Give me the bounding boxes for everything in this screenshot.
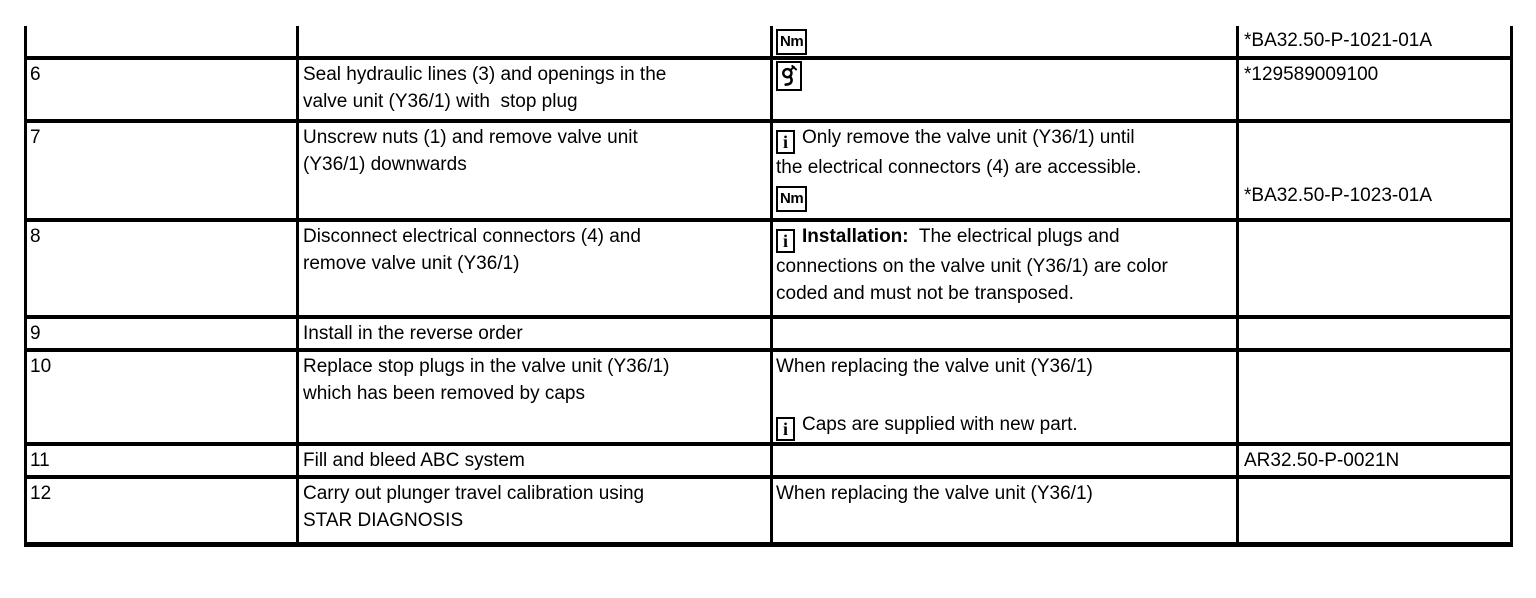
reference-cell	[1236, 218, 1513, 319]
torque-nm-icon: Nm	[776, 28, 808, 54]
procedure-text: Seal hydraulic lines (3) and openings in…	[303, 64, 667, 112]
step-cell: 8	[24, 218, 299, 319]
procedure-text: Install in the reverse order	[303, 323, 523, 344]
note-cell	[770, 56, 1239, 123]
reference-cell: *129589009100	[1236, 56, 1513, 123]
step-number: 7	[30, 127, 41, 148]
table-row: 12 Carry out plunger travel calibration …	[24, 475, 1513, 547]
table-row: 8 Disconnect electrical connectors (4) a…	[24, 218, 1513, 319]
table-row: 6 Seal hydraulic lines (3) and openings …	[24, 56, 1513, 123]
reference-cell	[1236, 315, 1513, 352]
step-cell	[24, 26, 299, 60]
procedure-cell: Seal hydraulic lines (3) and openings in…	[296, 56, 773, 123]
step-number: 9	[30, 323, 41, 344]
step-cell: 10	[24, 348, 299, 446]
note-cell	[770, 442, 1239, 479]
info-icon: i	[776, 130, 795, 154]
table-row: 7 Unscrew nuts (1) and remove valve unit…	[24, 119, 1513, 222]
step-number: 12	[30, 483, 52, 504]
procedure-cell	[296, 26, 773, 60]
table-row: Nm *BA32.50-P-1021-01A	[24, 26, 1513, 60]
table-row: 10 Replace stop plugs in the valve unit …	[24, 348, 1513, 446]
note-text: Only remove the valve unit (Y36/1) until…	[776, 127, 1142, 178]
step-number: 8	[30, 226, 41, 247]
note-text: Caps are supplied with new part.	[802, 414, 1078, 435]
service-manual-page: Nm *BA32.50-P-1021-01A 6 Seal hydraulic …	[0, 26, 1536, 598]
table-row: 9 Install in the reverse order	[24, 315, 1513, 352]
procedure-text: Carry out plunger travel calibration usi…	[303, 483, 645, 531]
reference-cell: *BA32.50-P-1021-01A	[1236, 26, 1513, 60]
note-text: The electrical plugs and connections on …	[776, 226, 1168, 304]
procedure-text: Unscrew nuts (1) and remove valve unit (…	[303, 127, 638, 175]
note-text: When replacing the valve unit (Y36/1)	[776, 356, 1093, 377]
reference-code: AR32.50-P-0021N	[1244, 450, 1400, 471]
note-text: When replacing the valve unit (Y36/1)	[776, 483, 1093, 504]
step-cell: 6	[24, 56, 299, 123]
procedure-cell: Fill and bleed ABC system	[296, 442, 773, 479]
procedure-table: Nm *BA32.50-P-1021-01A 6 Seal hydraulic …	[24, 26, 1513, 547]
procedure-text: Disconnect electrical connectors (4) and…	[303, 226, 641, 274]
procedure-text: Fill and bleed ABC system	[303, 450, 525, 471]
step-cell: 12	[24, 475, 299, 547]
procedure-cell: Disconnect electrical connectors (4) and…	[296, 218, 773, 319]
note-bold-label: Installation:	[802, 226, 909, 247]
note-cell: i Installation: The electrical plugs and …	[770, 218, 1239, 319]
note-info-block: i Caps are supplied with new part.	[776, 411, 1231, 440]
reference-code: *BA32.50-P-1021-01A	[1244, 30, 1433, 51]
info-icon: i	[776, 229, 795, 253]
torque-nm-icon: Nm	[776, 185, 808, 212]
note-torque-line: Nm	[776, 184, 1231, 212]
special-tool-icon	[776, 62, 802, 91]
step-cell: 7	[24, 119, 299, 222]
procedure-text: Replace stop plugs in the valve unit (Y3…	[303, 356, 670, 404]
note-cell	[770, 315, 1239, 352]
step-number: 10	[30, 356, 52, 377]
step-cell: 11	[24, 442, 299, 479]
procedure-cell: Unscrew nuts (1) and remove valve unit (…	[296, 119, 773, 222]
reference-code: *BA32.50-P-1023-01A	[1244, 185, 1433, 206]
procedure-cell: Replace stop plugs in the valve unit (Y3…	[296, 348, 773, 446]
note-cell: Nm	[770, 26, 1239, 60]
procedure-cell: Carry out plunger travel calibration usi…	[296, 475, 773, 547]
step-number: 6	[30, 64, 41, 85]
note-line: When replacing the valve unit (Y36/1)	[776, 354, 1231, 380]
reference-code: *129589009100	[1244, 64, 1379, 85]
step-number: 11	[30, 450, 50, 471]
table-row: 11 Fill and bleed ABC system AR32.50-P-0…	[24, 442, 1513, 479]
reference-cell: *BA32.50-P-1023-01A	[1236, 119, 1513, 222]
reference-cell	[1236, 475, 1513, 547]
procedure-cell: Install in the reverse order	[296, 315, 773, 352]
note-cell: When replacing the valve unit (Y36/1) i Ca…	[770, 348, 1239, 446]
info-icon: i	[776, 417, 795, 440]
note-cell: When replacing the valve unit (Y36/1)	[770, 475, 1239, 547]
reference-cell	[1236, 348, 1513, 446]
step-cell: 9	[24, 315, 299, 352]
reference-cell: AR32.50-P-0021N	[1236, 442, 1513, 479]
